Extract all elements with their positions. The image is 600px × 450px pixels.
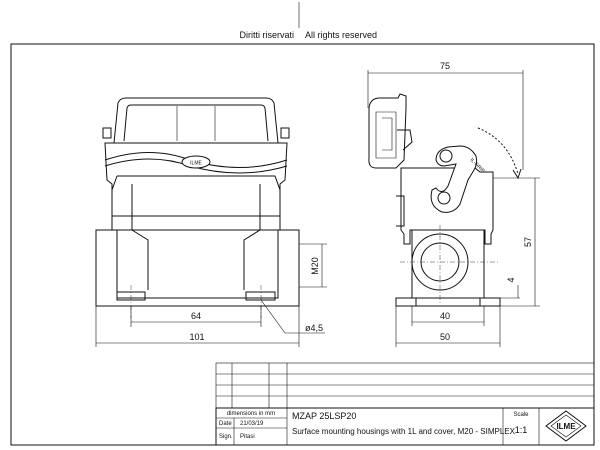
date-label: Date [219, 421, 232, 427]
front-body-legs [111, 216, 281, 231]
side-bottom-plate [395, 297, 501, 307]
front-dim-101-lines [95, 306, 300, 347]
side-cover-inner [375, 111, 397, 159]
front-cover-outer [113, 97, 279, 144]
front-badge-text: ILME [190, 161, 202, 167]
side-lever-knob [439, 149, 453, 163]
side-cover [368, 93, 407, 169]
title-main [215, 407, 595, 446]
front-view: ILME M20 64 101 ø4,5 [95, 97, 327, 347]
front-walls [131, 184, 261, 290]
front-dim-64-lines [130, 306, 262, 327]
front-base-outline [95, 229, 300, 307]
rights-english: All rights reserved [305, 30, 377, 40]
side-base [411, 230, 485, 307]
side-lever-arc-arrow [512, 168, 522, 180]
front-badge [181, 155, 211, 169]
front-housing-cavity [111, 175, 281, 214]
front-cover-inner [123, 104, 269, 142]
front-hinge-left [102, 127, 112, 139]
front-hinge-right [280, 127, 290, 139]
date-value: 21/03/19 [240, 421, 264, 427]
company-logo: ILME [545, 410, 587, 442]
title-block: dimensions in mm Date 21/03/19 Sign. Pit… [215, 362, 595, 446]
front-foot-right [245, 291, 276, 301]
part-code: MZAP 25LSP20 [292, 411, 356, 421]
scale-value: 1:1 [515, 425, 528, 435]
front-m20-label: M20 [310, 257, 320, 275]
sign-value: Pitasi [240, 434, 255, 440]
front-dim-hole-leader [260, 299, 325, 334]
part-description: Surface mounting housings with 1L and co… [292, 427, 516, 436]
side-lever [430, 145, 478, 213]
side-dim-57-lines [493, 177, 540, 307]
rights-italian: Diritti riservati [239, 30, 294, 40]
side-clip [396, 195, 405, 227]
front-foot-left [116, 291, 146, 301]
side-view: 75 IL-GRIP 57 4 40 [367, 61, 540, 347]
revision-grid [215, 362, 595, 409]
side-dim-40-lines [411, 306, 485, 326]
side-hinge [397, 129, 413, 151]
side-dim-75: 75 [440, 61, 450, 71]
side-dim-40: 40 [440, 311, 450, 321]
side-dim-50: 50 [440, 332, 450, 342]
front-dim-101: 101 [189, 332, 204, 342]
side-lever-arc [477, 127, 519, 175]
front-dim-64: 64 [191, 311, 201, 321]
logo-text: ILME [556, 422, 576, 431]
side-dim-4: 4 [506, 277, 516, 282]
side-dim-50-lines [395, 306, 501, 347]
front-m20-dim-lines [299, 243, 327, 288]
side-dim-75-lines [367, 70, 524, 170]
side-lever-pivot [437, 191, 451, 205]
front-dim-hole: ø4,5 [305, 323, 323, 333]
scale-label: Scale [513, 412, 529, 418]
sign-label: Sign. [219, 434, 233, 440]
side-dim-57: 57 [523, 237, 533, 247]
dimensions-note: dimensions in mm [227, 411, 275, 417]
side-dim-4-lines [500, 285, 520, 299]
